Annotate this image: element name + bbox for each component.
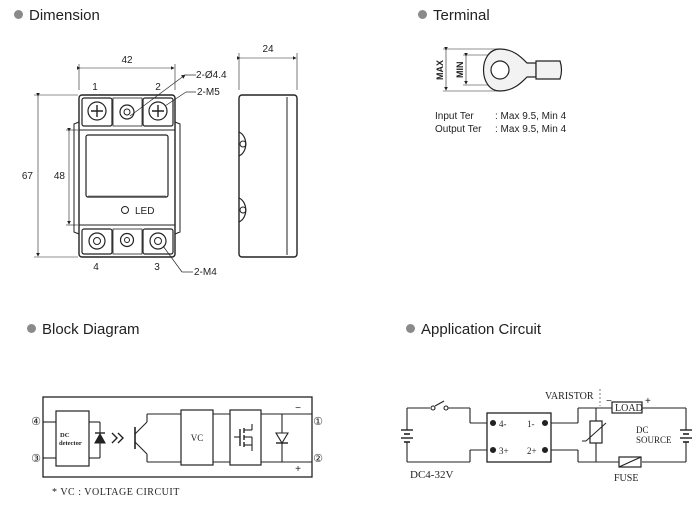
vc-note: * VC : VOLTAGE CIRCUIT <box>52 487 180 498</box>
load-plus-sign: + <box>645 396 651 407</box>
input-terminal-spec: Input Ter : Max 9.5, Min 4 <box>435 110 566 123</box>
hole-label: 2-Ø4.4 <box>196 70 227 81</box>
fuse-label: FUSE <box>614 473 638 484</box>
load-label: LOAD <box>615 403 643 414</box>
terminal-title: Terminal <box>418 7 490 24</box>
varistor-label: VARISTOR <box>545 391 594 402</box>
vc-box-label: VC <box>191 433 204 443</box>
output-terminal-spec: Output Ter : Max 9.5, Min 4 <box>435 123 566 136</box>
dc-detector-label-2: detector <box>59 440 82 447</box>
terminal-min-label: MIN <box>455 62 465 79</box>
output-terminal-value: : Max 9.5, Min 4 <box>495 124 567 135</box>
block-pin-4: ④ <box>31 416 41 428</box>
block-pin-1: ① <box>313 416 323 428</box>
dc-input-label: DC4-32V <box>410 469 453 481</box>
terminal-4-label: 4 <box>93 262 99 273</box>
bullet-icon <box>418 10 427 19</box>
inner-height-dimension-label: 48 <box>54 171 66 182</box>
bullet-icon <box>14 10 23 19</box>
ssr-pin-2-label: 2+ <box>527 446 537 456</box>
led-label: LED <box>135 206 154 217</box>
block-plus-sign: + <box>295 464 301 475</box>
width-dimension-label: 42 <box>121 55 133 66</box>
terminal-3-label: 3 <box>154 262 160 273</box>
terminal-2-label: 2 <box>155 82 161 93</box>
input-terminal-value: : Max 9.5, Min 4 <box>495 111 567 122</box>
terminal-1-label: 1 <box>92 82 98 93</box>
ssr-pin-4-label: 4- <box>499 419 507 429</box>
terminal-specs: Input Ter : Max 9.5, Min 4 Output Ter : Ma… <box>435 110 566 136</box>
ssr-pin-1-label: 1- <box>527 419 535 429</box>
dc-source-label: DC <box>636 425 649 435</box>
application-circuit-title: Application Circuit <box>406 321 541 338</box>
application-circuit-drawing <box>401 389 692 468</box>
terminal-lug-drawing <box>443 47 563 92</box>
output-terminal-label: Output Ter <box>435 124 482 135</box>
depth-dimension-label: 24 <box>262 44 274 55</box>
block-pin-2: ② <box>313 453 323 465</box>
dimension-front-view <box>34 64 196 273</box>
dc-source-label-2: SOURCE <box>636 435 672 445</box>
m5-label: 2-M5 <box>197 87 220 98</box>
input-terminal-label: Input Ter <box>435 111 474 122</box>
m4-label: 2-M4 <box>194 267 217 278</box>
block-diagram-title: Block Diagram <box>27 321 140 338</box>
block-minus-sign: − <box>295 403 301 414</box>
dimension-side-view <box>237 53 298 258</box>
block-diagram-drawing <box>42 396 313 478</box>
terminal-max-label: MAX <box>435 60 445 80</box>
height-dimension-label: 67 <box>22 171 34 182</box>
block-pin-3: ③ <box>31 453 41 465</box>
dc-detector-label: DC <box>60 432 70 439</box>
bullet-icon <box>406 324 415 333</box>
load-minus-sign: − <box>606 396 612 407</box>
dimension-title: Dimension <box>14 7 100 24</box>
ssr-pin-3-label: 3+ <box>499 446 509 456</box>
bullet-icon <box>27 324 36 333</box>
